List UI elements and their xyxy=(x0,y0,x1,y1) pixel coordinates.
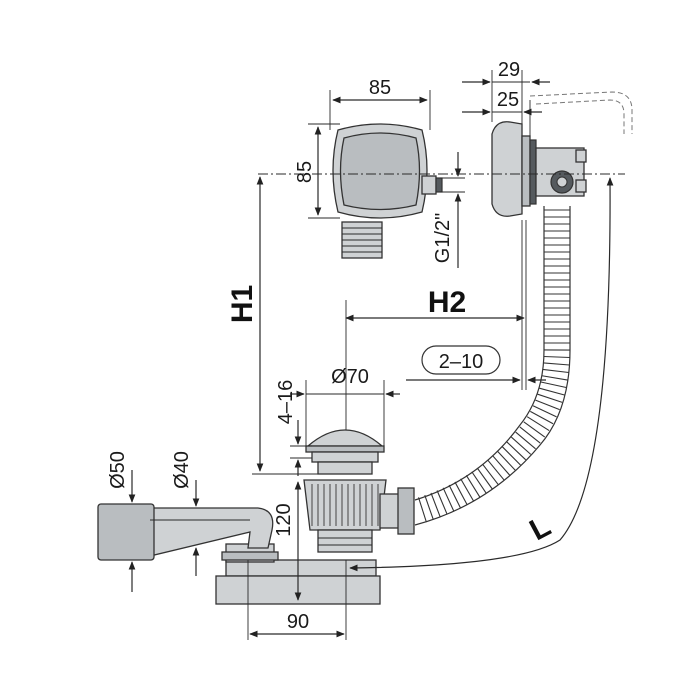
pipe-inner-label: Ø40 xyxy=(171,451,193,489)
hose-rib xyxy=(543,362,570,366)
flange-inner-label: 25 xyxy=(497,89,519,111)
thread-size-label: G1/2" xyxy=(432,213,454,263)
hose-rib xyxy=(482,463,499,486)
hose-rib xyxy=(506,441,527,461)
wall-range-label: 2–10 xyxy=(439,351,484,373)
hose-rib xyxy=(519,426,541,444)
drain-gap-label: 4–16 xyxy=(275,380,297,425)
hose-rib xyxy=(543,355,570,359)
pipe-outer-label: Ø50 xyxy=(107,451,129,489)
hose-rib xyxy=(492,455,511,476)
hose-rib xyxy=(465,475,481,498)
h1-label: H1 xyxy=(226,285,259,323)
hose-rib xyxy=(541,375,568,381)
hose-rib xyxy=(424,495,434,520)
trap-height-label: 120 xyxy=(273,503,295,536)
flange-outer-label: 29 xyxy=(498,59,520,81)
hose-rib xyxy=(510,436,532,455)
h2-label: H2 xyxy=(428,286,466,319)
hose-rib xyxy=(497,450,516,471)
hose-rib xyxy=(501,446,521,466)
hose-rib xyxy=(542,368,569,374)
hose-rib xyxy=(460,478,475,502)
outlet-pipe xyxy=(97,503,274,561)
hose-rib xyxy=(526,416,550,432)
hose-rib xyxy=(539,387,565,396)
bathtub-outline xyxy=(529,91,633,134)
hose-rib xyxy=(417,497,427,523)
length-label: L xyxy=(524,510,556,548)
overflow-height-label: 85 xyxy=(294,161,316,183)
hose-rib xyxy=(471,471,487,494)
overflow-thread-icon xyxy=(341,221,383,259)
overflow-head-front-view xyxy=(332,123,443,259)
hose-rib xyxy=(523,421,546,438)
trap-width-label: 90 xyxy=(287,611,309,633)
hose-rib xyxy=(487,459,505,481)
hose-rib xyxy=(476,467,493,490)
hose-rib xyxy=(540,381,567,389)
hose-rib xyxy=(515,431,536,450)
drain-plug-assembly xyxy=(303,429,415,553)
hose-rib xyxy=(430,492,441,518)
hose-rib xyxy=(537,393,563,403)
drain-diameter-label: Ø70 xyxy=(331,366,369,388)
overflow-width-label: 85 xyxy=(369,77,391,99)
overflow-side-view xyxy=(491,121,587,217)
